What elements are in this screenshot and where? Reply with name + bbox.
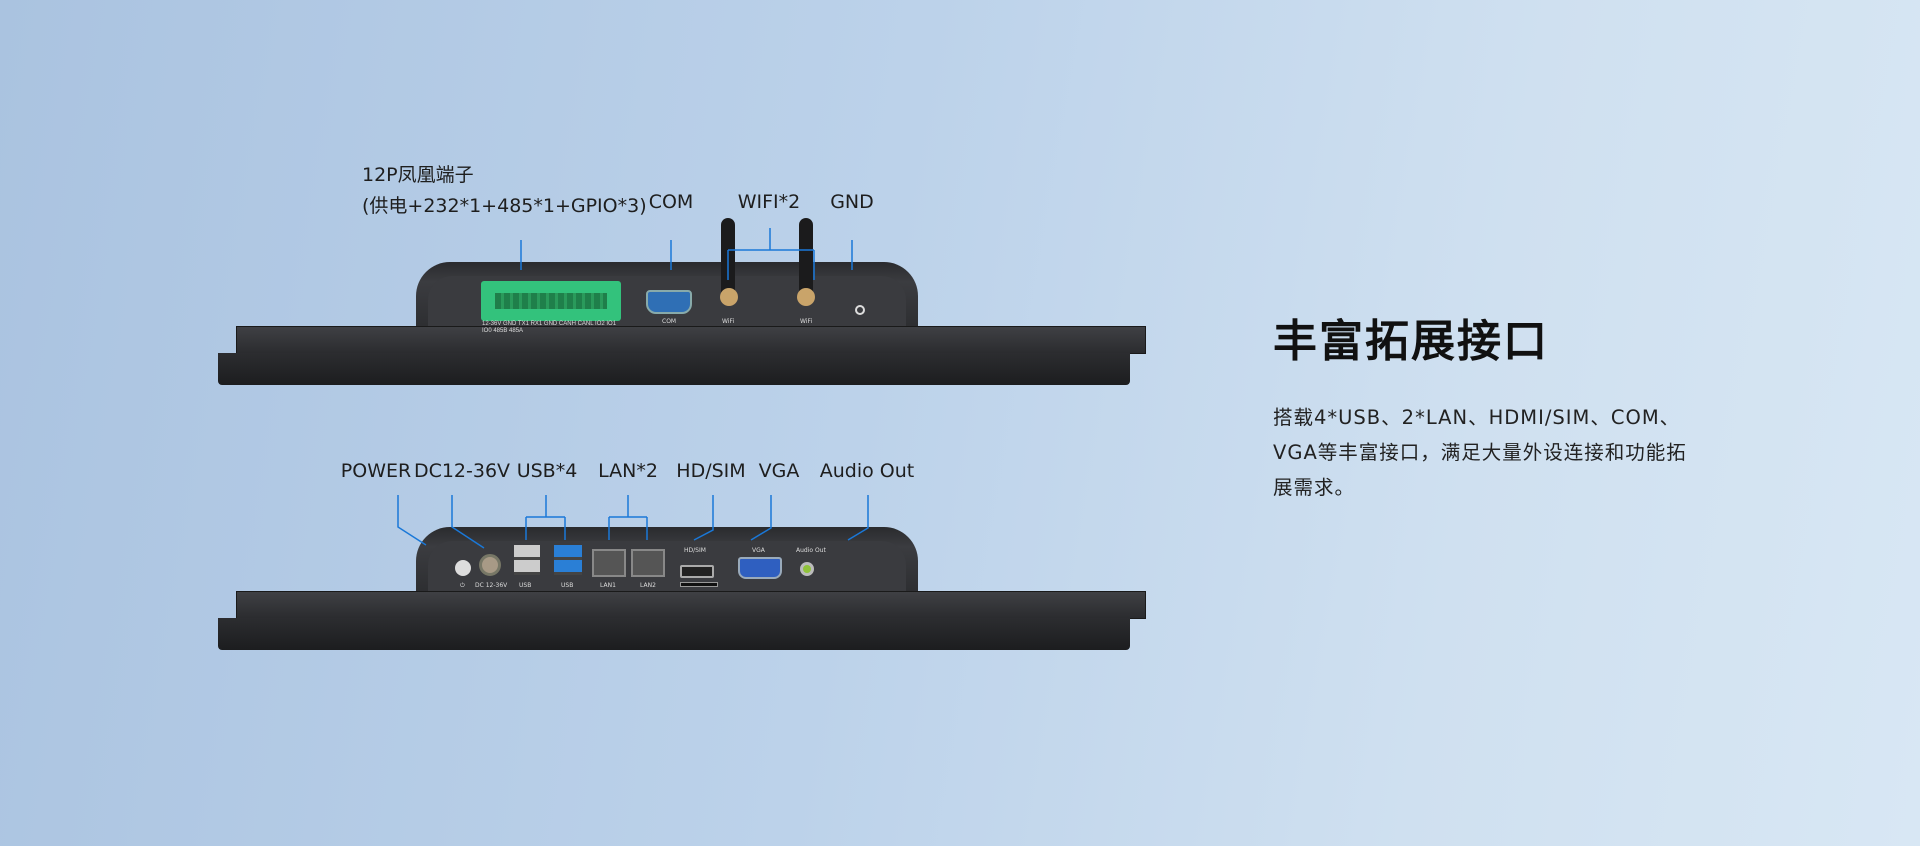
label-vga: VGA xyxy=(758,460,800,482)
leader-audio xyxy=(847,495,869,541)
usb-mark-1: USB xyxy=(519,582,532,589)
vga-port xyxy=(738,557,782,579)
label-power: POWER xyxy=(340,460,412,482)
phoenix-terminal xyxy=(481,281,621,321)
wifi-connector-1 xyxy=(720,288,738,306)
label-hdsim: HD/SIM xyxy=(676,460,746,482)
audio-mark: Audio Out xyxy=(796,547,826,554)
wifi-port-label-2: WiFi xyxy=(800,318,813,325)
usb3-ports xyxy=(554,545,582,575)
label-dc: DC12-36V xyxy=(413,460,511,482)
leader-wifi xyxy=(727,228,815,280)
com-port xyxy=(646,290,692,314)
power-button xyxy=(455,560,471,576)
wifi-antenna-2 xyxy=(799,218,813,294)
label-lan: LAN*2 xyxy=(598,460,658,482)
gnd-terminal xyxy=(855,305,865,315)
leader-usb xyxy=(525,495,566,540)
lan1-port xyxy=(592,549,626,577)
panel-base xyxy=(218,353,1130,385)
com-port-label: COM xyxy=(662,318,677,325)
sim-slot xyxy=(680,582,718,587)
panel-bezel xyxy=(236,591,1146,619)
label-wifi: WIFI*2 xyxy=(737,191,801,213)
panel-base xyxy=(218,618,1130,650)
lan2-mark: LAN2 xyxy=(640,582,656,589)
leader-power xyxy=(397,495,427,546)
leader-lan xyxy=(608,495,648,540)
wifi-port-label-1: WiFi xyxy=(722,318,735,325)
feature-title: 丰富拓展接口 xyxy=(1273,316,1549,367)
label-gnd: GND xyxy=(830,191,874,213)
leader-dc xyxy=(451,495,485,549)
label-terminal-title: 12P凤凰端子 xyxy=(362,164,474,186)
lan2-port xyxy=(631,549,665,577)
dc-mark: DC 12-36V xyxy=(475,582,508,589)
feature-description: 搭载4*USB、2*LAN、HDMI/SIM、COM、VGA等丰富接口，满足大量… xyxy=(1273,406,1687,499)
lan1-mark: LAN1 xyxy=(600,582,616,589)
label-audio: Audio Out xyxy=(819,460,915,482)
audio-jack xyxy=(800,562,814,576)
dc-jack xyxy=(479,554,501,576)
label-usb: USB*4 xyxy=(516,460,578,482)
leader-vga xyxy=(750,495,772,541)
leader-hdsim xyxy=(693,495,714,541)
wifi-connector-2 xyxy=(797,288,815,306)
vga-mark: VGA xyxy=(752,547,765,554)
usb-mark-2: USB xyxy=(561,582,574,589)
label-terminal-detail: (供电+232*1+485*1+GPIO*3) xyxy=(362,195,647,217)
power-mark: ⏻ xyxy=(460,582,465,589)
hdmi-port xyxy=(680,565,714,578)
terminal-pin-labels: 12-36V GND TX1 RX1 GND CANH CANL IO2 IO1… xyxy=(482,321,617,334)
label-com: COM xyxy=(648,191,694,213)
usb2-ports xyxy=(514,545,540,575)
hdsim-mark: HD/SIM xyxy=(684,547,706,554)
